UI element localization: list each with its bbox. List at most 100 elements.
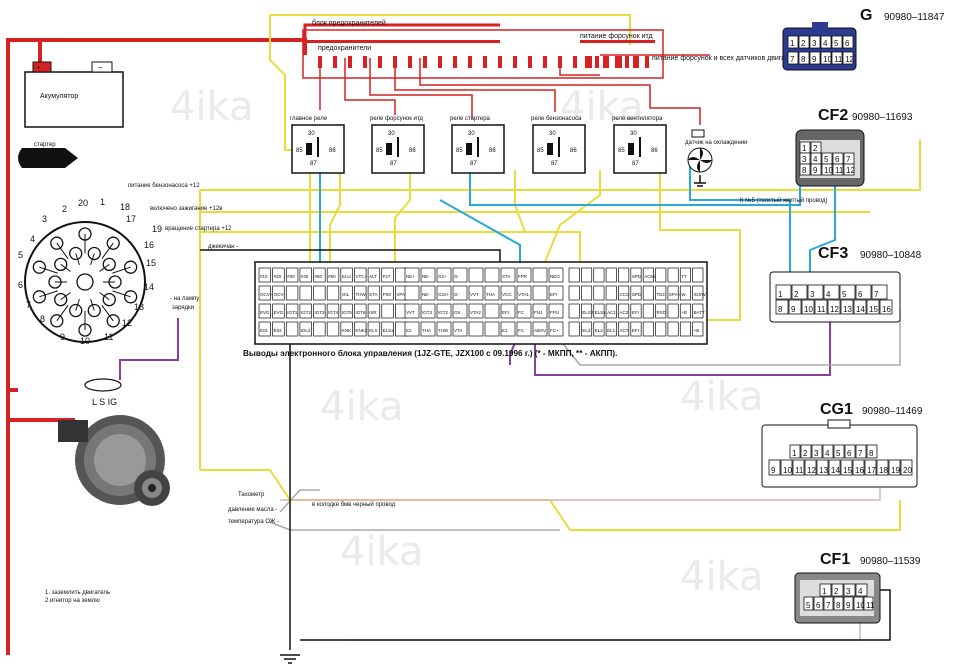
ecu-pin: [500, 303, 516, 319]
ecu-pin-label: VTC+: [355, 274, 367, 279]
fuse: [393, 56, 397, 68]
connector-cg1-name: CG1: [820, 401, 853, 418]
ecu-pin: [452, 303, 468, 319]
connector-pin: [853, 299, 867, 315]
connector-pin: [791, 284, 808, 300]
watermark: 4ika: [340, 529, 424, 575]
connector-pin-number: 12: [845, 55, 854, 64]
connector-pin: [879, 299, 893, 315]
ecu-pin-label: NE+: [406, 274, 415, 279]
ecu-pin: [326, 285, 340, 301]
ecu-pin: [404, 267, 420, 283]
round-pin-number: 5: [18, 250, 23, 260]
connector-pin-number: 10: [783, 466, 792, 475]
connector-cf3-part: 90980–10848: [860, 250, 922, 261]
relay-pin-85: 85: [456, 148, 463, 154]
watermarks: 4ika 4ika 4ika 4ika 4ika 4ika: [170, 84, 764, 600]
round-pin-number: 20: [78, 198, 88, 208]
ecu-pin: [605, 285, 617, 301]
connector-cf1-name: CF1: [820, 551, 850, 568]
ecu-pin-label: STA: [502, 274, 510, 279]
relay-pin-85: 85: [376, 148, 383, 154]
connector-pin-number: 3: [802, 155, 807, 164]
relay-pin-30: 30: [388, 131, 395, 137]
connector-pin: [832, 163, 844, 176]
ecu-pin-label: ACT: [619, 328, 628, 333]
ecu-pin-label: KNK: [342, 328, 351, 333]
ecu-pin: [581, 285, 593, 301]
ecu-pin: [618, 321, 630, 337]
connector-pin-number: 8: [802, 166, 807, 175]
relay-power-wires: [319, 54, 710, 125]
relay-pin-85: 85: [296, 148, 303, 154]
connector-pin: [833, 596, 844, 611]
connector-pin: [888, 459, 901, 476]
round-pin-number: 9: [60, 332, 65, 342]
connector-pin-number: 13: [819, 466, 828, 475]
relay-pin-30: 30: [549, 131, 556, 137]
ecu-pin-label: +B: [681, 310, 687, 315]
connector-pin-number: 2: [801, 39, 806, 48]
round-pin-number: 7: [26, 300, 31, 310]
connector-pin-number: 1: [778, 290, 783, 299]
relay-pin-87: 87: [551, 161, 558, 167]
connector-pin-number: 4: [823, 39, 828, 48]
ecu-caption: Выводы электронного блока управления (1J…: [243, 348, 617, 358]
connector-pin-number: 4: [826, 290, 831, 299]
connector-pin-number: 5: [806, 601, 811, 610]
ecu-pin-label: AC2: [619, 310, 628, 315]
ecu-pin: [667, 303, 679, 319]
connector-pin-number: 6: [835, 155, 840, 164]
ecu-pin: [516, 321, 532, 337]
ecu-pin: [692, 285, 704, 301]
ecu-pin-label: #30: [287, 274, 295, 279]
connector-pin: [809, 35, 821, 49]
ecu-pin-label: VVT: [406, 310, 415, 315]
connector-pin: [831, 35, 843, 49]
ecu-pin: [452, 267, 468, 283]
round-pin-lead: [101, 305, 114, 322]
connector-pin: [863, 596, 874, 611]
ecu-pin: [404, 321, 420, 337]
relay-pin-86: 86: [651, 148, 658, 154]
connector-pin-number: 3: [810, 290, 815, 299]
round-pin-center: [76, 273, 94, 291]
connector-pin: [844, 444, 856, 459]
watermark: 4ika: [680, 554, 764, 600]
ecu-pin: [605, 303, 617, 319]
ecu-pin: [354, 303, 367, 319]
connector-pin: [823, 284, 840, 300]
round-pin-lead: [75, 298, 80, 311]
ecu-pin: [667, 321, 679, 337]
ecu-pin: [452, 285, 468, 301]
round-pin-number: 8: [40, 314, 45, 324]
ecu-pin-label: ABSV: [534, 328, 546, 333]
ecu-pin: [630, 303, 642, 319]
ecu-pin: [258, 303, 271, 319]
connector-pin: [788, 299, 802, 315]
ecu-pin: [468, 285, 484, 301]
ecu-pin: [642, 285, 654, 301]
connector-pin-number: 6: [858, 290, 863, 299]
ecu-pin: [381, 321, 394, 337]
relay-coil: [628, 143, 634, 155]
round-pin-number: 15: [146, 258, 156, 268]
connector-pin-number: 5: [836, 449, 841, 458]
relay-pin-86: 86: [570, 148, 577, 154]
ecu-pin-label: FPU: [550, 310, 559, 315]
ecu-pin: [381, 303, 394, 319]
ecu-pin: [313, 285, 326, 301]
connector-pin-number: 16: [855, 466, 864, 475]
ecu-pin: [679, 267, 691, 283]
fuse-bar: [580, 40, 655, 43]
ecu-pin: [381, 285, 394, 301]
relay-pin-30: 30: [308, 131, 315, 137]
connector-pin: [853, 596, 864, 611]
ecu-pin-label: IGT4: [328, 310, 338, 315]
fuse: [528, 56, 532, 68]
ecu-pin-label: FC+: [550, 328, 559, 333]
starter-rotation-label: вращение стартера +12: [165, 226, 232, 232]
relay-label: реле форсунок итд: [370, 116, 423, 122]
fuse-bar: [305, 40, 500, 43]
